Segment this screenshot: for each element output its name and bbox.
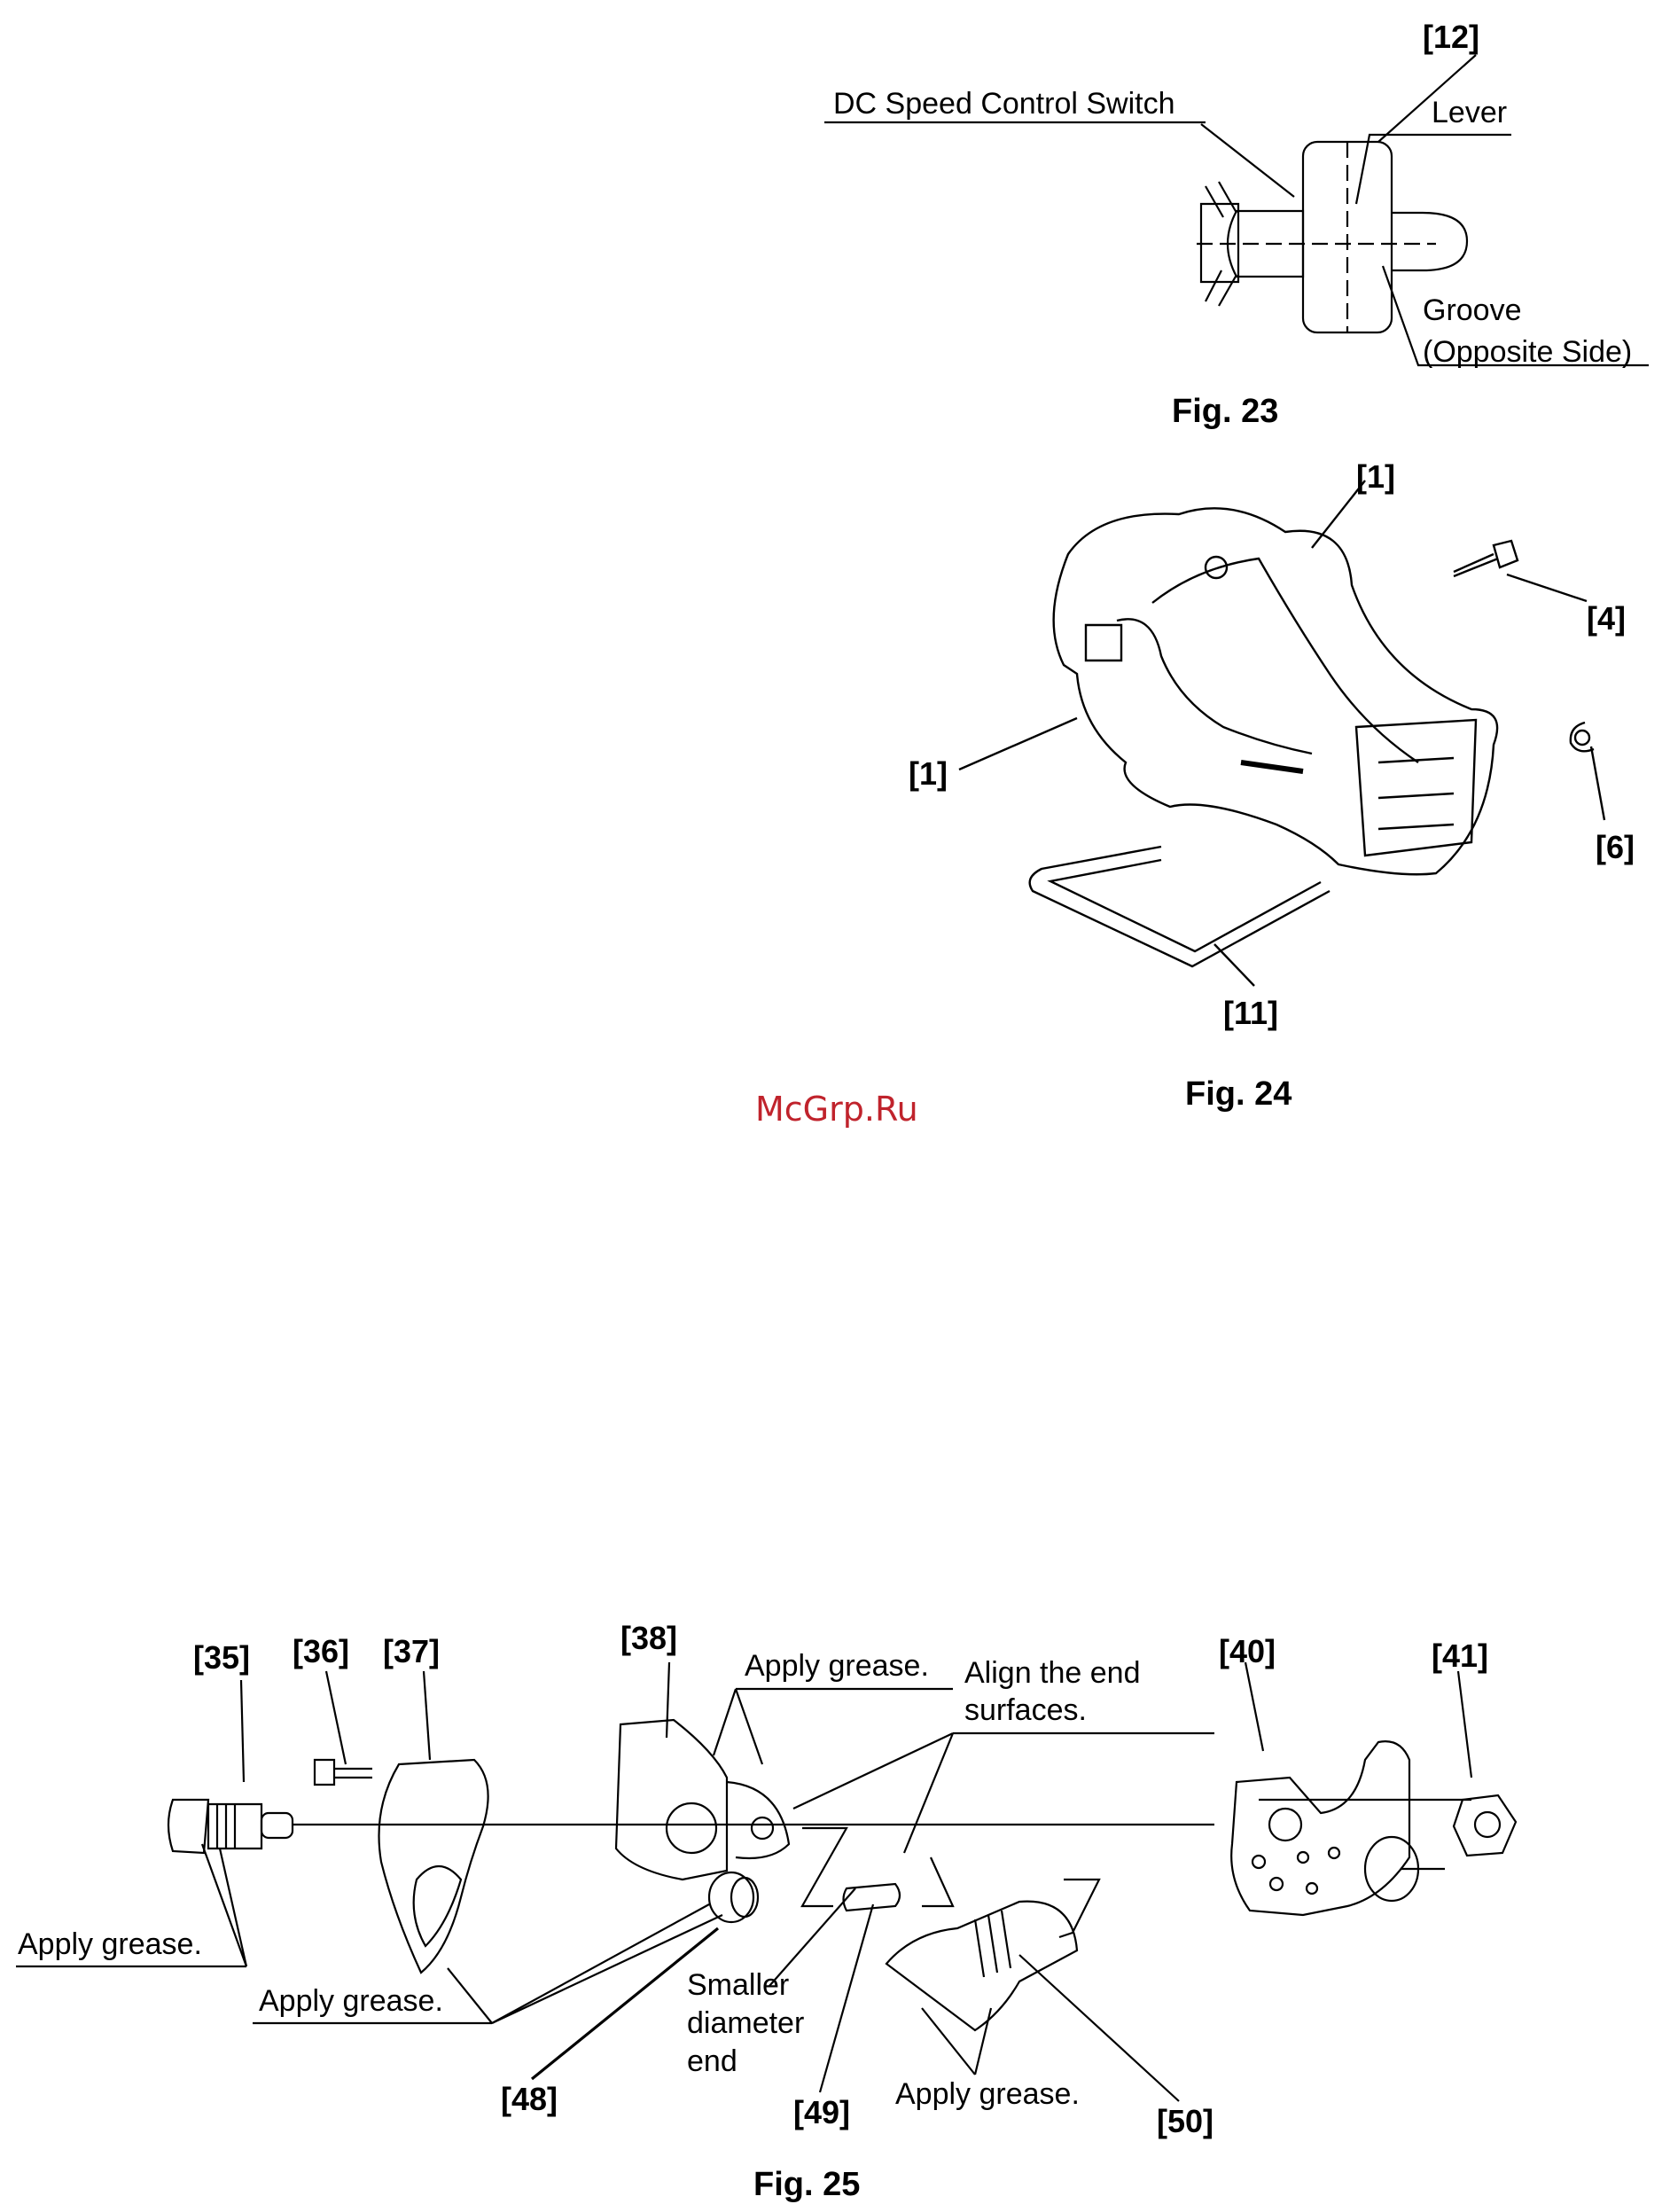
fig25-apply-grease-mid: Apply grease.: [259, 1986, 443, 2016]
fig25-part-41-label: [41]: [1432, 1640, 1488, 1672]
fig25-apply-grease-left: Apply grease.: [18, 1929, 202, 1959]
fig25-part-48-label: [48]: [501, 2083, 558, 2115]
fig25-apply-grease-bottom: Apply grease.: [895, 2079, 1080, 2109]
fig25-smaller-line2: diameter: [687, 2008, 804, 2038]
fig25-part-37-label: [37]: [383, 1636, 440, 1668]
fig25-part-36-label: [36]: [293, 1636, 349, 1668]
part40-bracket: [1231, 1741, 1409, 1915]
fig25-caption: Fig. 25: [753, 2168, 860, 2201]
part36-screw-head: [315, 1760, 334, 1785]
fig25-smaller-line3: end: [687, 2046, 737, 2076]
fig25-part-40-label: [40]: [1219, 1636, 1276, 1668]
part38-cam: [616, 1720, 727, 1880]
fig25-align-line2: surfaces.: [964, 1695, 1087, 1725]
fig25-apply-grease-top: Apply grease.: [745, 1651, 929, 1681]
fig25-part-49-label: [49]: [793, 2097, 850, 2129]
part41-nut: [1454, 1795, 1516, 1856]
fig25-part-50-label: [50]: [1157, 2106, 1213, 2138]
fig25-part-38-label: [38]: [620, 1622, 677, 1654]
fig25-align-line1: Align the end: [964, 1658, 1141, 1688]
fig25-part-35-label: [35]: [193, 1642, 250, 1674]
fig25-smaller-line1: Smaller: [687, 1970, 789, 2000]
